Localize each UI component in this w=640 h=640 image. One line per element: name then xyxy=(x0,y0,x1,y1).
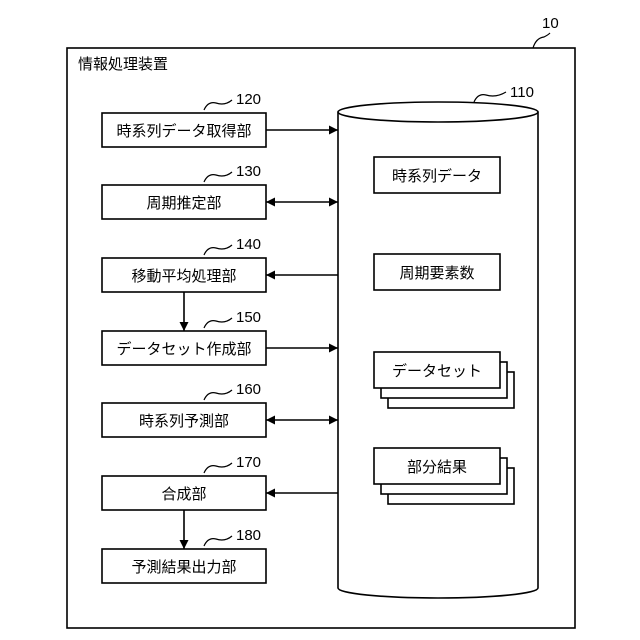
unit-ref: 130 xyxy=(236,163,261,180)
unit-label: 時系列予測部 xyxy=(139,412,229,430)
storage-cylinder-top xyxy=(338,102,538,122)
unit-ref: 140 xyxy=(236,236,261,253)
storage-ref: 110 xyxy=(510,84,534,101)
storage-item-label: 時系列データ xyxy=(392,167,482,185)
device-ref: 10 xyxy=(542,15,559,32)
unit-label: 時系列データ取得部 xyxy=(116,122,251,140)
unit-label: 周期推定部 xyxy=(146,194,221,212)
storage-item-period-count: 周期要素数 xyxy=(374,254,500,290)
unit-ref: 150 xyxy=(236,309,261,326)
unit-ref: 160 xyxy=(236,381,261,398)
unit-label: 予測結果出力部 xyxy=(131,558,236,576)
storage-item-datasets: データセット xyxy=(374,352,514,408)
unit-ref: 120 xyxy=(236,91,261,108)
unit-label: データセット作成部 xyxy=(116,340,251,358)
unit-label: 合成部 xyxy=(161,485,206,503)
unit-ref: 170 xyxy=(236,454,261,471)
unit-label: 移動平均処理部 xyxy=(131,267,236,285)
device-ref-leader xyxy=(533,33,550,48)
device-label: 情報処理装置 xyxy=(78,55,168,73)
storage-item-label: 部分結果 xyxy=(407,458,467,476)
storage-item-label: 周期要素数 xyxy=(399,264,474,282)
unit-ref: 180 xyxy=(236,527,261,544)
storage-item-timeseries: 時系列データ xyxy=(374,157,500,193)
storage-item-partial-results: 部分結果 xyxy=(374,448,514,504)
storage-item-label: データセット xyxy=(392,362,482,380)
